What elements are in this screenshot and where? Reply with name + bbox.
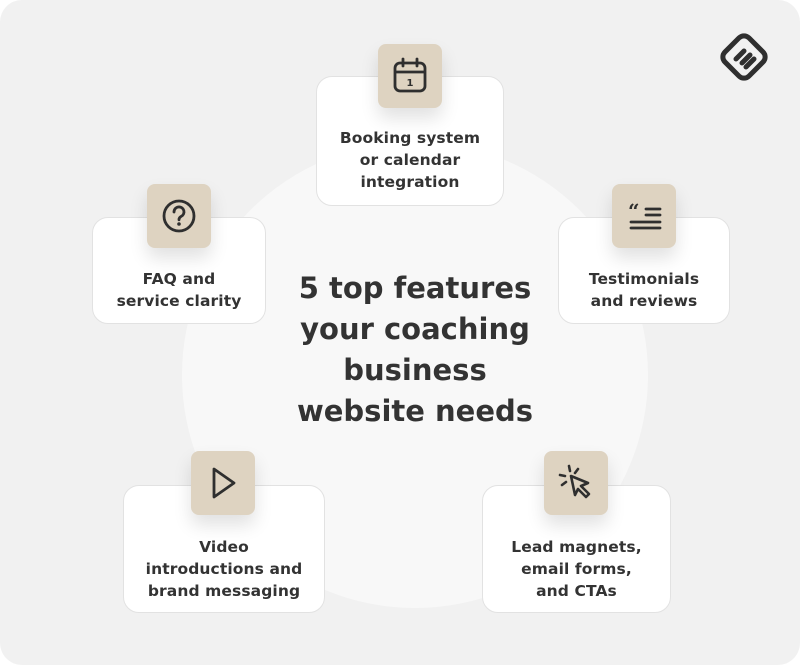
feature-label: FAQ and service clarity (93, 268, 265, 312)
feature-label-line: brand messaging (147, 582, 301, 600)
calendar-day: 1 (407, 78, 414, 89)
feature-label-line: or calendar (359, 151, 461, 169)
feature-label-line: Booking system (339, 129, 481, 147)
title-line: your coaching (300, 312, 530, 346)
feature-label-line: Testimonials (588, 270, 700, 288)
play-icon (191, 451, 255, 515)
feature-label: Video introductions and brand messaging (124, 536, 324, 602)
feature-label: Lead magnets, email forms, and CTAs (483, 536, 670, 602)
feature-card-testimonials: Testimonials and reviews (558, 217, 730, 324)
brand-logo-icon (716, 29, 772, 85)
cursor-click-icon (544, 451, 608, 515)
feature-label-line: email forms, (521, 560, 632, 578)
title-line: 5 top features (298, 271, 532, 305)
feature-label-line: Video (199, 538, 249, 556)
question-circle-icon (147, 184, 211, 248)
feature-label-line: and reviews (590, 292, 698, 310)
feature-label-line: service clarity (116, 292, 242, 310)
svg-text:“: “ (628, 199, 640, 223)
feature-label: Testimonials and reviews (559, 268, 729, 312)
feature-label-line: introductions and (145, 560, 303, 578)
title-line: website needs (296, 394, 534, 428)
calendar-icon: 1 (378, 44, 442, 108)
feature-label-line: integration (360, 173, 460, 191)
feature-label-line: and CTAs (536, 582, 617, 600)
feature-label-line: FAQ and (142, 270, 216, 288)
quote-text-icon: “ (612, 184, 676, 248)
feature-label-line: Lead magnets, (511, 538, 642, 556)
page-title: 5 top features your coaching business we… (265, 268, 565, 432)
feature-label: Booking system or calendar integration (317, 127, 503, 193)
title-line: business (343, 353, 487, 387)
